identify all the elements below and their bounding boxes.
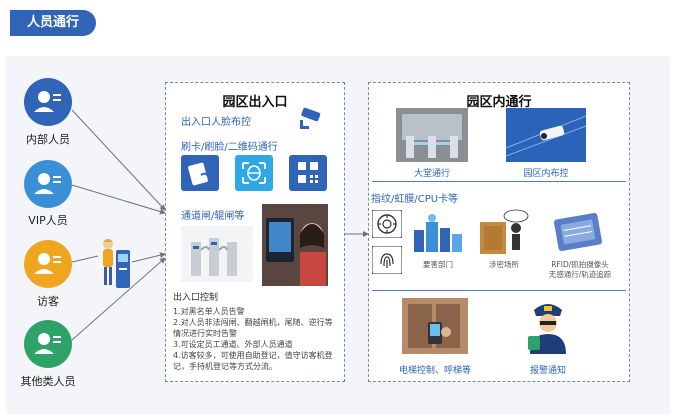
gate-control-line: 情况进行实时告警 [173,329,237,338]
alarm-caption: 报警通知 [529,366,566,376]
page-title: 人员通行 [10,10,96,36]
person-label-visitor: 访客 [37,295,59,308]
auth-methods-label: 指纹/虹膜/CPU卡等 [371,194,459,205]
park-surveillance-caption: 园区内布控 [523,169,569,179]
lobby-caption: 大堂通行 [413,169,450,179]
face-recognition-image [262,204,328,286]
access-methods-label: 刷卡/刷脸/二维码通行 [181,142,278,153]
key-department-image [410,210,466,256]
park-surveillance-image [506,108,586,162]
secret-place-image [476,208,532,256]
line-other [71,257,166,341]
gate-control-title: 出入口控制 [173,293,219,303]
line-vip [71,184,166,215]
elevator-control-image [402,298,468,354]
police-alarm-image [520,296,576,356]
gate-types-label: 通道闸/辊闸等 [181,211,245,222]
card-icon [181,155,219,191]
person-label-vip: VIP人员 [28,214,68,227]
key-department-caption: 要害部门 [423,260,453,269]
iris-icon [372,210,402,238]
person-label-internal: 内部人员 [26,133,70,146]
line-internal [71,109,166,211]
qr-code-icon [289,155,327,191]
kiosk-person-illustration [103,239,130,288]
elevator-caption: 电梯控制、呼梯等 [398,366,471,376]
lobby-gate-image [396,108,468,162]
secret-place-caption: 涉密场所 [489,260,519,269]
fingerprint-icon [372,246,402,274]
camera-icon [300,107,321,129]
person-icon-visitor [24,240,72,288]
face-scan-icon [235,155,273,191]
gate-control-line: 记，手持机登记等方式分流。 [173,362,277,371]
face-control-label: 出入口人脸布控 [181,117,251,128]
inner-divider-bottom [372,290,626,291]
person-icon-internal [24,78,72,126]
inner-section-title: 园区内通行 [466,95,532,110]
line-visitor [71,255,99,263]
gate-control-line: 2.对人员非法闯闸、翻越闸机，尾随、逆行等 [173,318,333,327]
person-label-other: 其他类人员 [20,375,76,388]
inner-divider-top [372,181,626,182]
rfid-camera-image [550,208,606,256]
gate-control-line: 1.对黑名单人员告警 [173,307,245,316]
turnstile-gate-image [181,226,253,282]
rfid-caption-line2: 无感通行/轨迹追踪 [548,270,612,279]
rfid-caption-line1: RFID/抓拍摄像头 [551,260,609,269]
line-kiosk [131,252,166,263]
gate-control-line: 4.访客较多，可使用自助登记，值守访客机登 [173,351,333,360]
gate-control-text: 出入口控制 1.对黑名单人员告警 2.对人员非法闯闸、翻越闸机，尾随、逆行等 情… [173,293,343,372]
gate-control-line: 3.可设定员工通道、外部人员通道 [173,340,293,349]
gate-section-title: 园区出入口 [222,95,288,110]
person-icon-other [24,320,72,368]
person-icon-vip [24,160,72,208]
